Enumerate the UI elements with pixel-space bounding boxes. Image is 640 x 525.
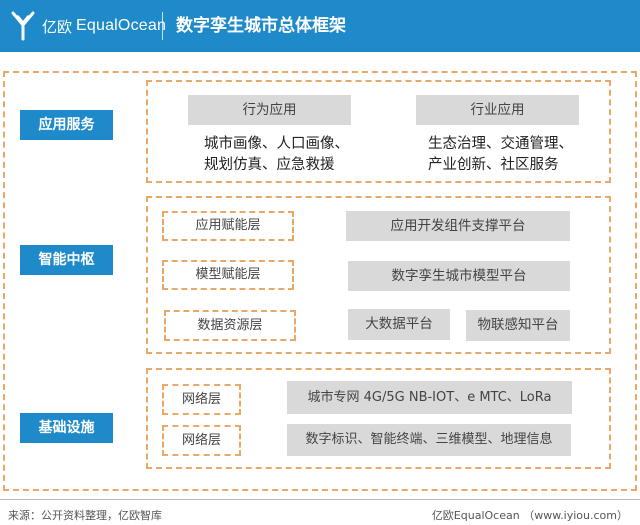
framework-outer-frame <box>3 71 637 491</box>
page-title: 数字孪生城市总体框架 <box>176 16 346 36</box>
header-bar: 亿欧 EqualOcean 数字孪生城市总体框架 <box>0 0 640 52</box>
brand-name-en: EqualOcean <box>76 17 167 34</box>
middle-row-name-model-enable: 模型赋能层 <box>162 260 294 290</box>
middle-platform-big-data: 大数据平台 <box>348 309 450 340</box>
infrastructure-row-name-network-1: 网络层 <box>162 384 241 415</box>
application-group-title-industry: 行业应用 <box>416 95 579 125</box>
footer-source: 来源：公开资料整理，亿欧智库 <box>8 509 162 522</box>
middle-platform-app-dev: 应用开发组件支撑平台 <box>346 211 570 241</box>
middle-row-name-app-enable: 应用赋能层 <box>162 211 294 241</box>
header-divider <box>162 12 163 40</box>
middle-platform-iot: 物联感知平台 <box>466 310 570 341</box>
infrastructure-content-network-2: 数字标识、智能终端、三维模型、地理信息 <box>287 424 571 456</box>
infrastructure-row-name-network-2: 网络层 <box>162 425 241 456</box>
infrastructure-panel <box>146 368 611 469</box>
brand-name-cn: 亿欧 <box>42 17 73 36</box>
application-group-items-behavior-line1: 城市画像、人口画像、 <box>204 136 349 152</box>
layer-label-infrastructure: 基础设施 <box>20 413 113 443</box>
middle-row-name-data-resource: 数据资源层 <box>164 310 296 341</box>
application-panel <box>146 80 611 183</box>
middle-panel <box>146 196 611 354</box>
equalocean-logo-icon <box>11 11 35 41</box>
footer-credit: 亿欧EqualOcean （www.iyiou.com） <box>431 509 628 522</box>
application-group-items-industry-line1: 生态治理、交通管理、 <box>428 136 573 152</box>
infrastructure-content-network-1: 城市专网 4G/5G NB-IOT、e MTC、LoRa <box>287 381 572 414</box>
layer-label-middle: 智能中枢 <box>20 245 113 275</box>
footer-divider <box>0 499 640 500</box>
brand-logo: 亿欧 EqualOcean <box>10 0 166 52</box>
application-group-items-industry-line2: 产业创新、社区服务 <box>428 157 559 173</box>
application-group-items-behavior-line2: 规划仿真、应急救援 <box>204 157 335 173</box>
middle-platform-twin-model: 数字孪生城市模型平台 <box>348 261 570 291</box>
application-group-title-behavior: 行为应用 <box>188 95 351 125</box>
layer-label-application: 应用服务 <box>20 110 113 140</box>
